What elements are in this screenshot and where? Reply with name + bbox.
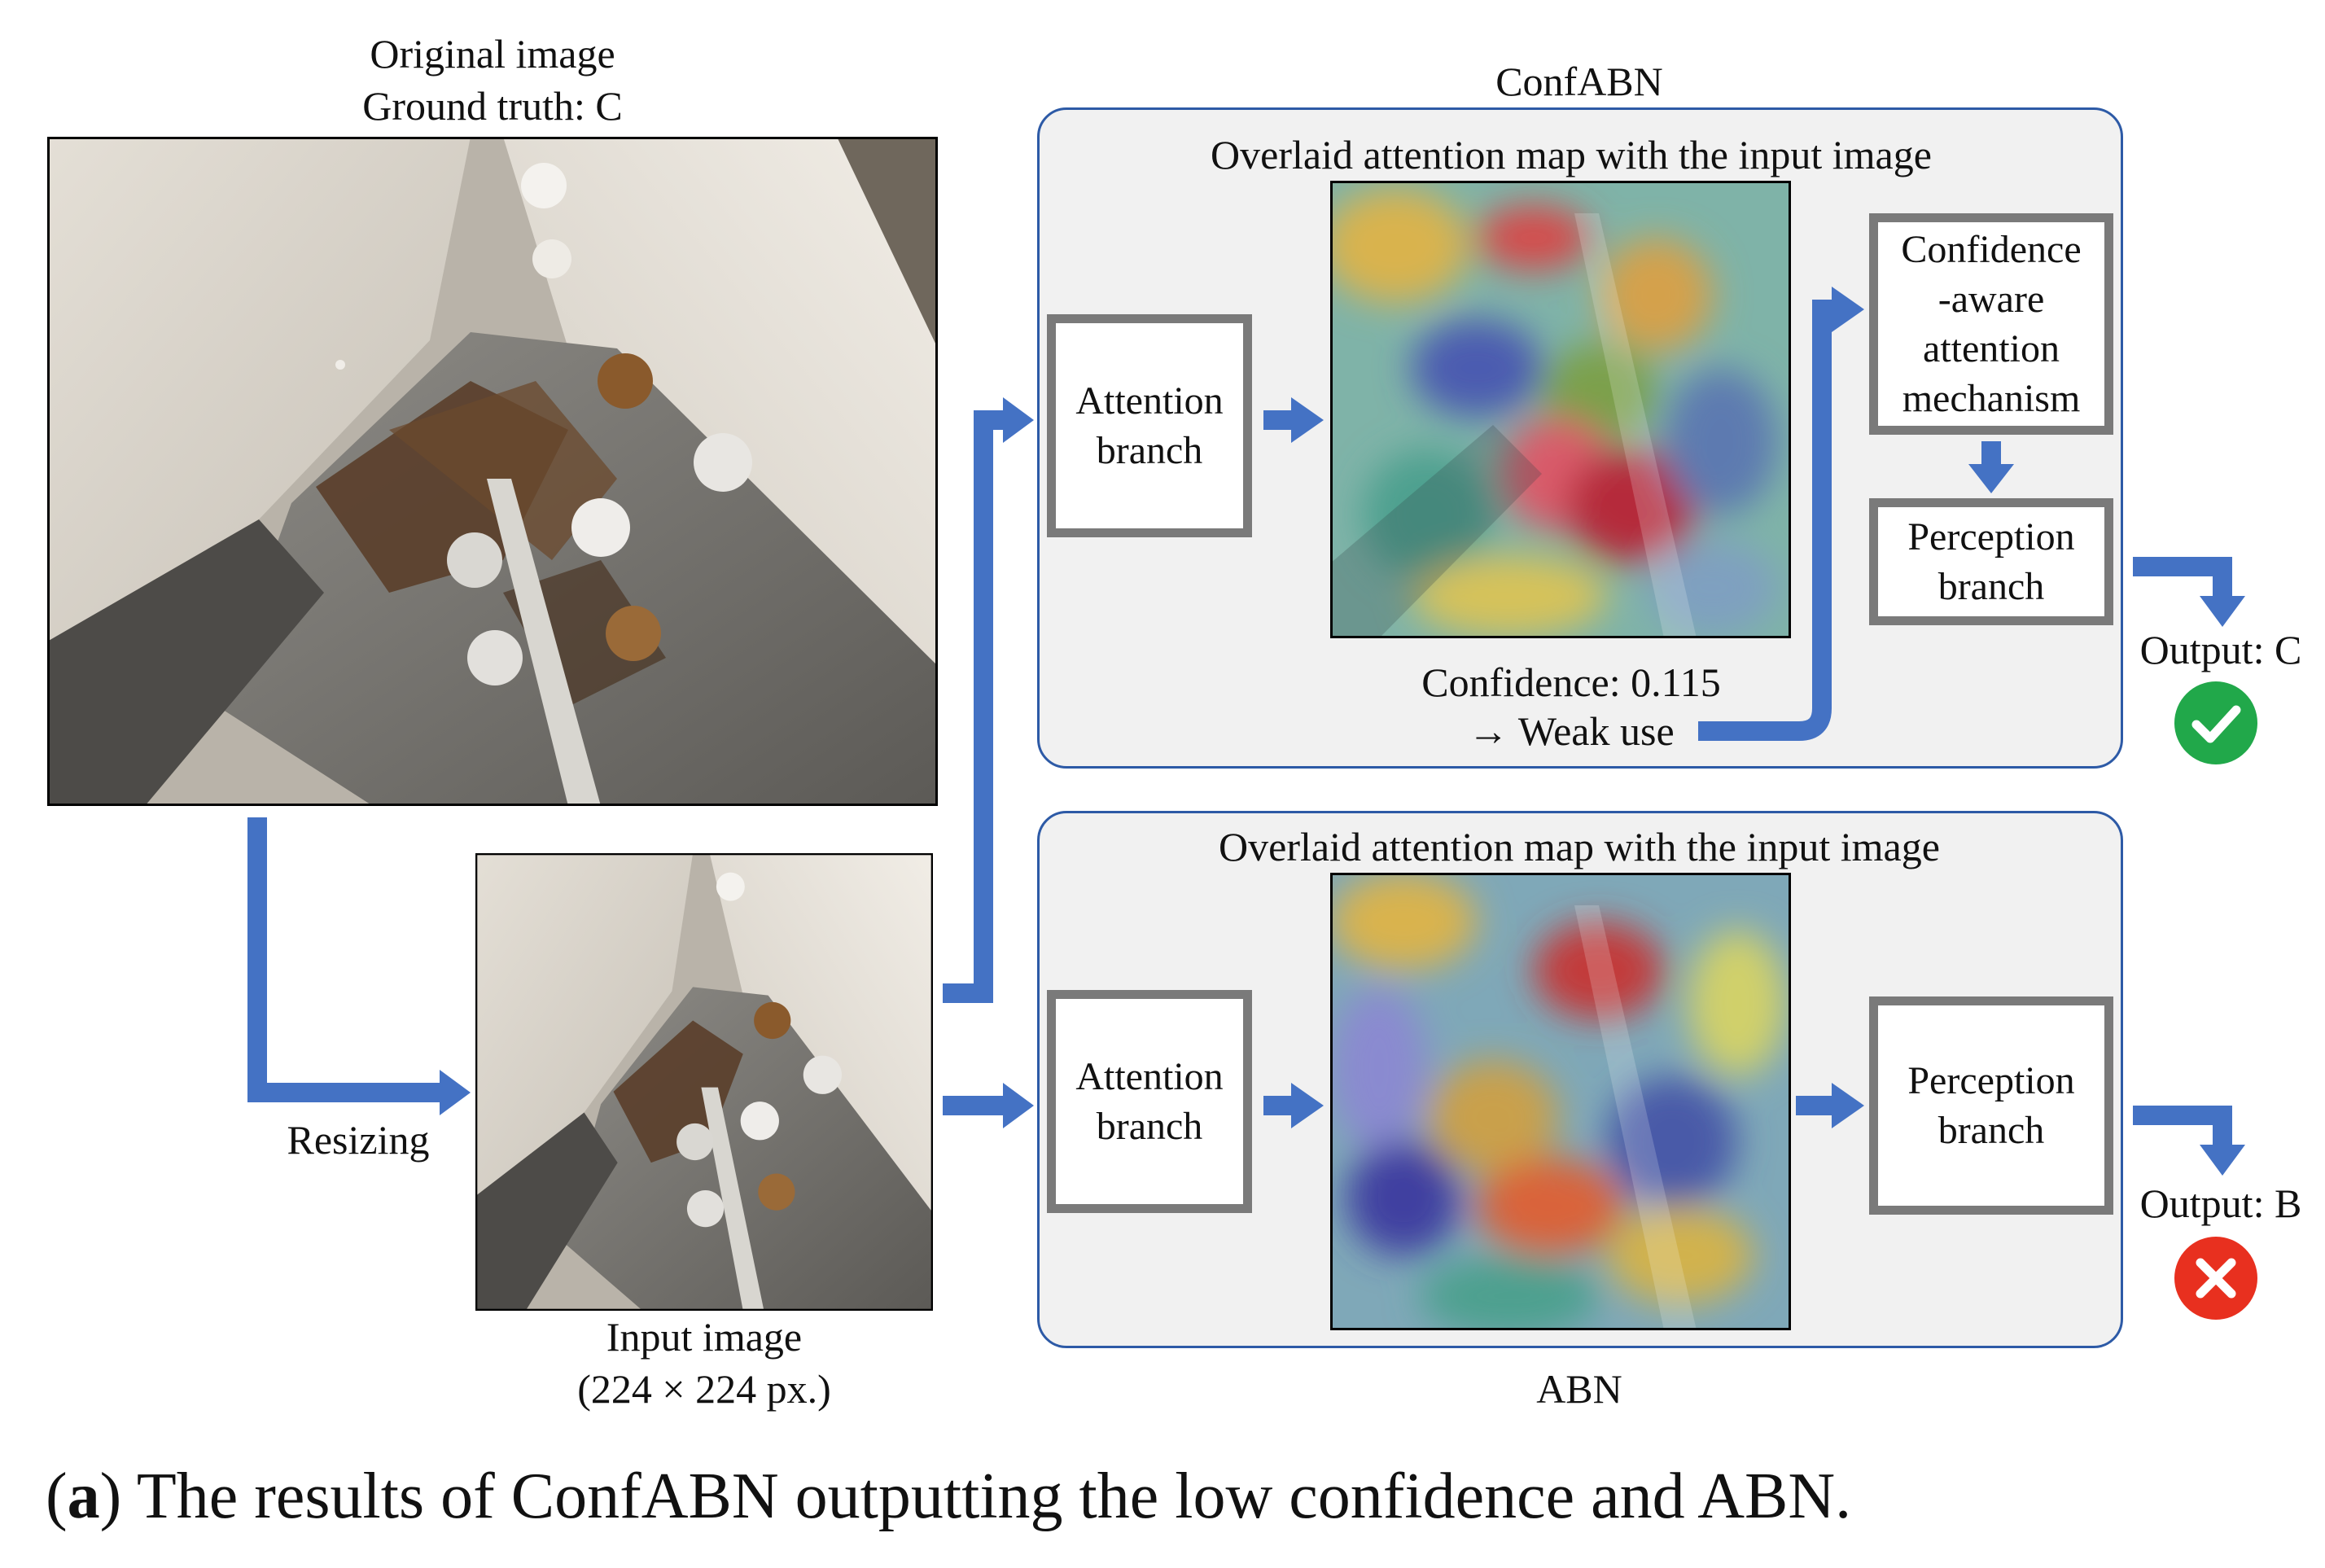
caption-paren-close: ) bbox=[99, 1461, 137, 1532]
caption-paren-open: ( bbox=[46, 1461, 68, 1532]
caption-label: a bbox=[67, 1461, 100, 1532]
abn-map-title: Overlaid attention map with the input im… bbox=[1219, 824, 1940, 869]
ground-truth-label: Ground truth: C bbox=[362, 83, 623, 129]
abn-perception-branch: Perception branch bbox=[1869, 996, 2113, 1215]
resize-arrow bbox=[247, 817, 440, 1102]
x-circle-icon bbox=[2174, 1237, 2257, 1320]
input-image-title: Input image bbox=[606, 1314, 803, 1360]
input-image bbox=[475, 853, 933, 1311]
abn-output-arrow bbox=[2133, 1106, 2232, 1145]
confabn-output-label: Output: C bbox=[2139, 627, 2302, 672]
confabn-output-arrow bbox=[2133, 557, 2232, 596]
confabn-perception-branch: Perception branch bbox=[1869, 498, 2113, 625]
caption-text: The results of ConfABN outputting the lo… bbox=[136, 1461, 1852, 1532]
weak-use-label: → Weak use bbox=[1468, 708, 1675, 754]
original-image-title: Original image bbox=[370, 31, 615, 77]
confidence-value: Confidence: 0.115 bbox=[1421, 659, 1721, 705]
confabn-map-title: Overlaid attention map with the input im… bbox=[1211, 132, 1932, 177]
confidence-aware-attention-mechanism: Confidence -aware attention mechanism bbox=[1869, 213, 2113, 435]
abn-output-label: Output: B bbox=[2139, 1180, 2302, 1226]
original-image bbox=[47, 137, 938, 806]
abn-attention-map bbox=[1330, 873, 1791, 1330]
confabn-attention-map bbox=[1330, 181, 1791, 638]
input-image-size: (224 × 224 px.) bbox=[577, 1366, 831, 1412]
input-to-confabn-arrow bbox=[943, 410, 1003, 1003]
confabn-title: ConfABN bbox=[1495, 59, 1663, 104]
resizing-label: Resizing bbox=[287, 1117, 430, 1163]
abn-title: ABN bbox=[1536, 1366, 1622, 1412]
figure-caption: (a) The results of ConfABN outputting th… bbox=[46, 1457, 1851, 1535]
check-circle-fill bbox=[2174, 681, 2257, 764]
confabn-attention-branch: Attention branch bbox=[1047, 314, 1252, 537]
check-circle-icon bbox=[2174, 681, 2257, 764]
abn-attention-branch: Attention branch bbox=[1047, 990, 1252, 1213]
weak-use-arrow bbox=[1698, 300, 1832, 741]
